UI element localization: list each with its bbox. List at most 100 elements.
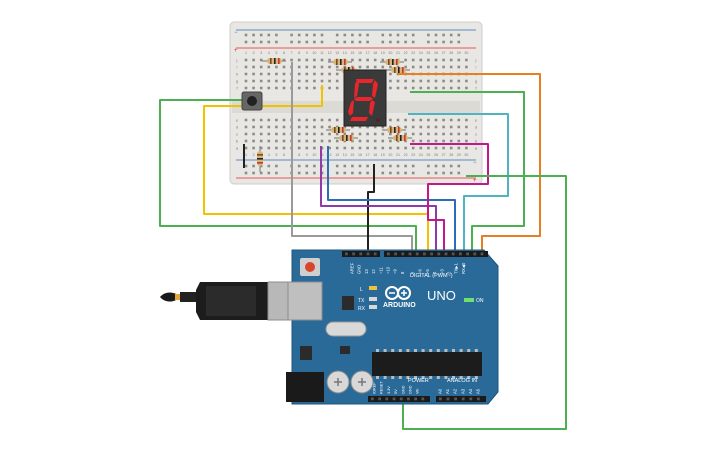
breadboard-hole	[275, 132, 278, 136]
breadboard-hole	[305, 72, 309, 76]
ic-pin	[414, 376, 417, 379]
breadboard-hole	[328, 65, 331, 69]
wire-purple[interactable]	[320, 146, 437, 250]
breadboard-hole	[427, 65, 430, 69]
wire-orange[interactable]	[398, 73, 541, 250]
resistor-r1[interactable]	[262, 58, 286, 64]
wire-blue[interactable]	[327, 146, 456, 250]
header-pin[interactable]	[401, 252, 405, 256]
header-pin[interactable]	[454, 397, 457, 401]
seven-segment-display[interactable]: 8	[343, 69, 387, 127]
header-pin[interactable]	[459, 252, 462, 256]
breadboard-hole	[275, 79, 278, 83]
row-letter: c	[236, 131, 238, 136]
resistor-r6[interactable]	[326, 127, 350, 133]
digital-pin-label: ~10	[386, 266, 391, 274]
wire-gray[interactable]	[291, 62, 413, 250]
header-pin[interactable]	[399, 397, 403, 401]
header-pin[interactable]	[378, 397, 381, 401]
digital-pin-label: ~3	[439, 269, 444, 274]
header-pin[interactable]	[366, 252, 370, 256]
digital-pin-label: 7	[411, 271, 416, 274]
rail-hole	[411, 40, 415, 44]
power-header	[368, 396, 430, 402]
header-pin[interactable]	[394, 252, 397, 256]
breadboard-hole	[434, 132, 438, 136]
header-pin[interactable]	[407, 397, 410, 401]
breadboard-hole	[328, 86, 331, 90]
breadboard-hole	[275, 72, 278, 76]
header-pin[interactable]	[414, 397, 417, 401]
rail-hole	[381, 164, 385, 168]
breadboard-hole	[343, 125, 347, 129]
power-pin-label: 3.3V	[387, 386, 391, 394]
arduino-uno[interactable]: L TX RX ON ARDUINO UNO DIGITAL (PWM~) PO…	[286, 249, 499, 405]
header-pin[interactable]	[466, 252, 469, 256]
breadboard-hole	[267, 72, 271, 76]
header-pin[interactable]	[469, 397, 473, 401]
header-pin[interactable]	[437, 252, 441, 256]
header-pin[interactable]	[371, 397, 374, 401]
header-pin[interactable]	[345, 252, 348, 256]
wire-green-button[interactable]	[159, 99, 417, 250]
breadboard-hole	[434, 79, 438, 83]
resistor-r2[interactable]	[328, 59, 352, 65]
resistor-r9[interactable]	[388, 135, 412, 141]
reset-button-cap[interactable]	[305, 262, 315, 272]
breadboard-hole	[351, 139, 354, 143]
header-pin[interactable]	[415, 252, 419, 256]
resistor-r4[interactable]	[380, 59, 404, 65]
resistor-r7[interactable]	[334, 135, 358, 141]
column-number: 25	[426, 153, 430, 157]
breadboard-hole	[252, 65, 255, 69]
header-pin[interactable]	[408, 252, 412, 256]
breadboard-hole	[465, 125, 468, 129]
rail-hole	[404, 33, 407, 37]
rail-hole	[343, 171, 347, 175]
header-pin[interactable]	[373, 252, 377, 256]
header-pin[interactable]	[473, 252, 477, 256]
pushbutton-cap[interactable]	[247, 96, 257, 106]
rail-hole	[404, 171, 407, 175]
header-pin[interactable]	[430, 252, 433, 256]
rail-hole	[358, 33, 362, 37]
rail-hole	[358, 171, 362, 175]
power-pin-label: IOREF	[373, 382, 377, 394]
breadboard-hole	[449, 86, 453, 90]
breadboard-hole	[267, 139, 271, 143]
column-number: 26	[434, 51, 438, 55]
header-pin[interactable]	[359, 252, 363, 256]
header-pin[interactable]	[461, 397, 465, 401]
header-pin[interactable]	[352, 252, 355, 256]
resistor-r8[interactable]	[382, 127, 406, 133]
ic-pin	[383, 349, 387, 352]
wire-magenta[interactable]	[410, 143, 489, 250]
row-letter: e	[236, 117, 239, 122]
header-pin[interactable]	[451, 252, 455, 256]
wire-green-digital[interactable]	[410, 91, 525, 250]
resistor-pulldown[interactable]	[257, 146, 263, 172]
header-pin[interactable]	[423, 252, 426, 256]
wire-black-gnd[interactable]	[367, 164, 375, 250]
usb-cable[interactable]	[160, 281, 297, 321]
header-pin[interactable]	[446, 397, 450, 401]
header-pin[interactable]	[477, 397, 480, 401]
digital-pin-label: 12	[371, 269, 376, 274]
breadboard-hole	[434, 125, 438, 129]
wire-green-power[interactable]	[402, 175, 567, 430]
pushbutton[interactable]	[241, 91, 263, 111]
rail-hole	[252, 33, 255, 37]
header-pin[interactable]	[444, 252, 448, 256]
header-pin[interactable]	[439, 397, 442, 401]
header-pin[interactable]	[392, 397, 396, 401]
rail-hole	[297, 171, 301, 175]
resistor-r5[interactable]	[386, 67, 410, 73]
header-pin[interactable]	[480, 252, 484, 256]
breadboard-hole	[297, 72, 301, 76]
header-pin[interactable]	[387, 252, 390, 256]
breadboard-hole	[457, 132, 461, 136]
breadboard-hole	[282, 146, 286, 150]
header-pin[interactable]	[385, 397, 389, 401]
header-pin[interactable]	[421, 397, 425, 401]
wire-teal[interactable]	[408, 113, 509, 250]
